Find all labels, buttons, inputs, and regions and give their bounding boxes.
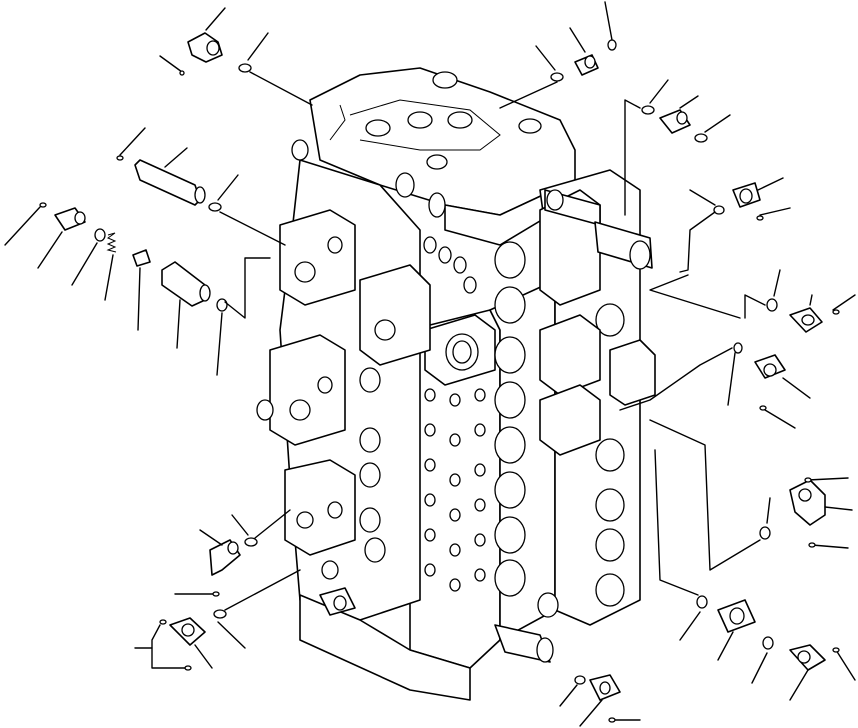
plug-left [4,202,106,286]
elbow-fitting-lower-left [174,509,291,597]
body-port-holes [423,236,559,618]
relief-valve-cartridge [544,189,653,270]
top-cap-bolts [329,71,542,218]
elbow-fitting-top-left [159,7,226,76]
check-valve-right [679,177,791,273]
spring-and-poppet [104,232,151,331]
o-ring-top [238,32,313,106]
plug-top-right [499,1,617,109]
plug-lower-right [654,449,774,684]
elbow-right-lower [619,342,811,429]
main-port-block [424,314,496,386]
left-side-blocks [256,139,431,580]
spool-caps [494,189,656,607]
relief-valve-left-upper [116,127,286,246]
fitting-right-upper [624,79,731,216]
tee-fitting-lower-left [134,569,301,671]
valve-cartridge-left [161,257,271,376]
elbow-right-mid [649,269,856,333]
elbow-bottom-right [789,644,856,701]
tee-fitting-right [649,419,853,571]
fitting-bottom-center [319,587,641,727]
